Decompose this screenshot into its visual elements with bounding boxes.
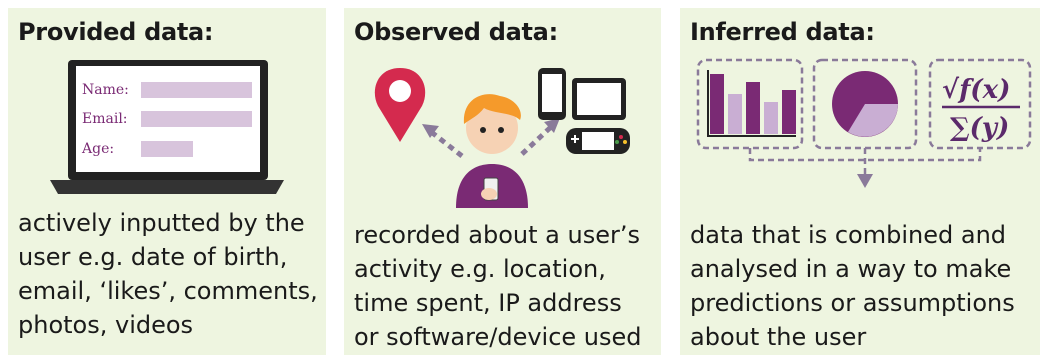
laptop-keyboard: [50, 180, 284, 194]
inferred-data-description: data that is combined and analysed in a …: [690, 221, 1015, 351]
pie-chart-icon: [812, 58, 918, 150]
inferred-data-panel: Inferred data: √f(x) ∑(y): [680, 8, 1040, 355]
person-icon: [456, 94, 528, 208]
form-label-email: Email:: [82, 111, 128, 127]
name-field: [141, 82, 252, 98]
arrow-down-icon: [857, 174, 873, 188]
observed-data-description: recorded about a user’s activity e.g. lo…: [354, 221, 642, 351]
connector-lines: [748, 148, 982, 176]
inferred-data-title: Inferred data:: [690, 18, 875, 46]
observed-data-title: Observed data:: [354, 18, 558, 46]
form-label-age: Age:: [81, 141, 114, 157]
inferred-illustration: √f(x) ∑(y): [696, 58, 1032, 188]
arrow-left-icon: [428, 129, 464, 158]
age-field: [141, 141, 193, 157]
location-pin-icon: [374, 68, 426, 142]
formula-denominator: ∑(y): [950, 113, 1009, 143]
arrow-right-head: [544, 118, 560, 133]
arrow-left-head: [422, 124, 439, 138]
smartphone-icon: [538, 68, 566, 120]
provided-data-title: Provided data:: [18, 18, 214, 46]
email-field: [141, 111, 252, 127]
formula-numerator: √f(x): [942, 75, 1010, 105]
observed-data-panel: Observed data:: [344, 8, 661, 355]
provided-data-description: actively inputted by the user e.g. date …: [18, 209, 318, 339]
observed-illustration: [374, 68, 630, 208]
provided-data-panel: Provided data: Name: Email: Age: activel…: [8, 8, 326, 355]
tablet-icon: [572, 78, 626, 120]
bar-chart-icon: [696, 58, 804, 150]
game-controller-icon: [566, 128, 630, 154]
laptop-icon: Name: Email: Age:: [50, 60, 284, 194]
arrow-right-icon: [520, 124, 554, 156]
formula-icon: √f(x) ∑(y): [928, 58, 1032, 150]
form-label-name: Name:: [82, 82, 129, 98]
